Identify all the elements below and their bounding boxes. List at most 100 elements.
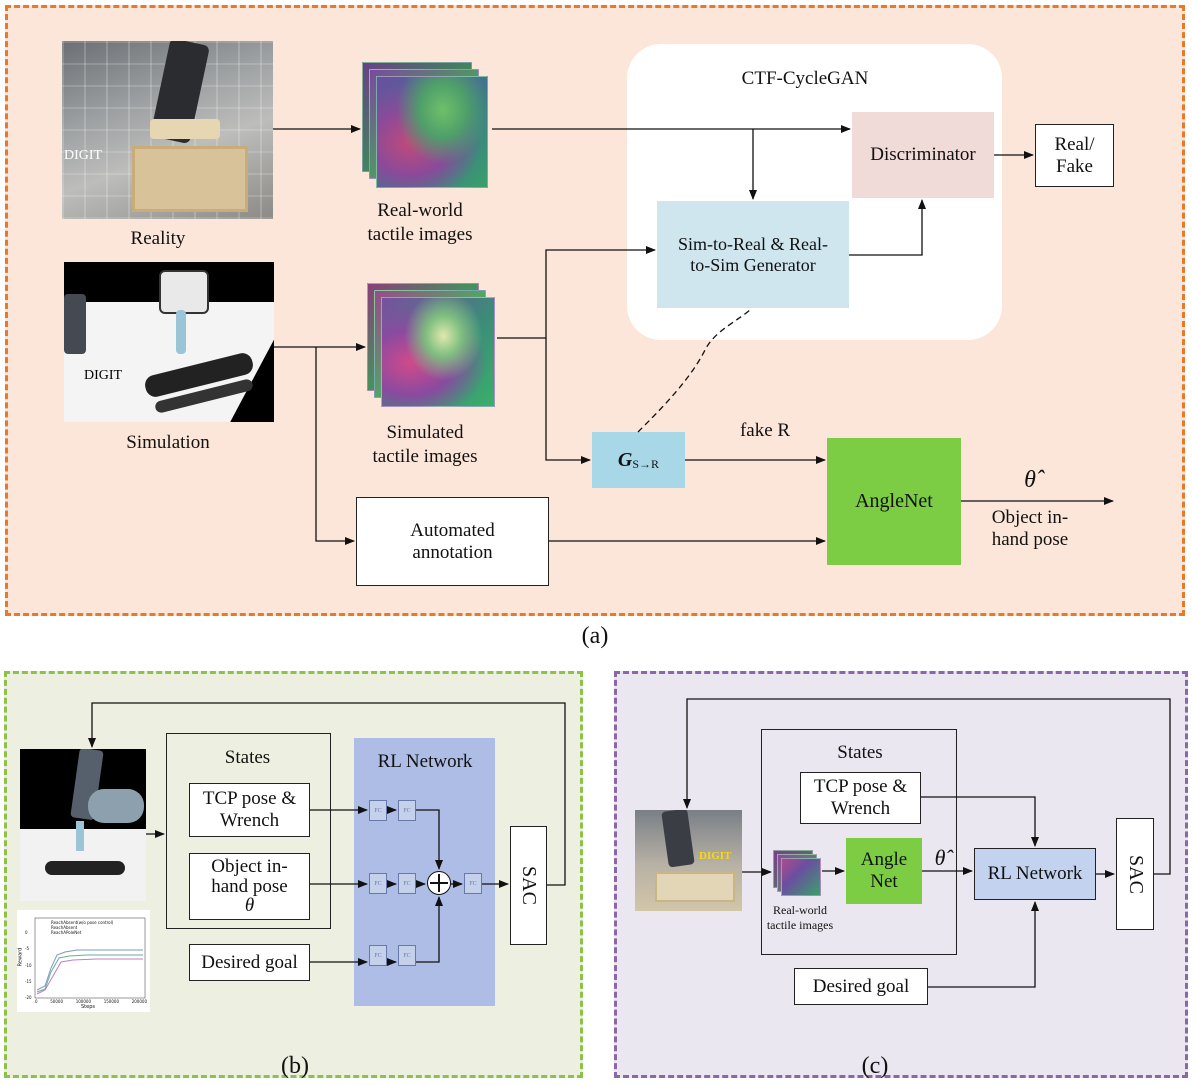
caption-b: (b) — [281, 1053, 309, 1079]
digit-label-c: DIGIT — [699, 850, 732, 862]
fc-layer: FC — [369, 800, 387, 821]
theta-hat-a: θ̂ — [1024, 467, 1036, 493]
arrow-fc2-sum — [416, 809, 443, 870]
mini-reward-chart: ReachAbsent(w/o pose control) ReachAbsen… — [17, 910, 150, 1012]
object-pose-line-2: hand pose — [211, 875, 288, 897]
mini-ytick-4: -15 — [25, 978, 32, 984]
tactile-label-c-1: Real-world — [773, 903, 827, 917]
real-fake-line-1: Real/ — [1054, 133, 1095, 155]
mini-ytick-3: -10 — [25, 962, 32, 968]
caption-a: (a) — [581, 623, 609, 649]
arrow-tcp-to-rl — [921, 796, 1039, 847]
mini-ytick-1: 0 — [25, 930, 28, 935]
fc-layer: FC — [398, 800, 416, 821]
object-pose-box-b: Object in- hand pose θ — [189, 853, 310, 920]
object-pose-theta: θ — [244, 895, 255, 917]
states-box-c — [761, 729, 957, 955]
sim-tactile-label-2: tactile images — [372, 446, 478, 467]
anglenet-box-c: Angle Net — [846, 838, 922, 904]
arrow-feedback-b — [88, 702, 566, 886]
annotation-line-1: Automated — [410, 519, 495, 541]
states-box-b — [166, 733, 331, 929]
desired-goal-box-c: Desired goal — [794, 968, 928, 1005]
wooden-rack-shape — [132, 146, 248, 212]
pose-label-2: hand pose — [991, 529, 1069, 550]
arrow-gen-to-disc — [849, 199, 926, 256]
real-fake-box: Real/ Fake — [1035, 124, 1114, 187]
reality-label: Reality — [130, 228, 186, 249]
fc-layer: FC — [398, 945, 416, 966]
mini-xtick-1: 0 — [35, 999, 38, 1004]
tactile-stack-c — [773, 850, 825, 896]
discriminator-box: Discriminator — [852, 112, 994, 198]
reality-photo: DIGIT — [62, 41, 273, 219]
mini-xtick-5: 200000 — [131, 999, 147, 1004]
arrow-simtactile-to-g — [545, 338, 591, 464]
generator-box: Sim-to-Real & Real- to-Sim Generator — [657, 201, 849, 308]
sac-box-b: SAC — [510, 826, 547, 945]
arrow-sim-branch-annotation — [315, 347, 355, 545]
rl-network-box-c: RL Network — [974, 848, 1096, 900]
simulation-label: Simulation — [126, 432, 210, 453]
fc-layer: FC — [398, 873, 416, 894]
arrow-goal-to-rl — [928, 901, 1039, 988]
theta-hat-c: θ̂ — [934, 845, 946, 870]
mini-legend-2: ReachAbsent — [51, 925, 78, 930]
robot-render-b — [20, 749, 146, 901]
g-subscript: S→R — [632, 457, 660, 472]
generator-line-1: Sim-to-Real & Real- — [678, 233, 828, 254]
sum-node-icon — [427, 871, 451, 895]
tcp-b-line-1: TCP pose & — [202, 788, 297, 810]
mini-ytick-5: -20 — [25, 995, 32, 1000]
angle-net-line-2: Net — [870, 871, 898, 892]
mini-ytick-2: -5 — [25, 946, 29, 952]
states-title-b: States — [224, 747, 271, 768]
annotation-line-2: annotation — [412, 541, 493, 563]
tcp-c-line-1: TCP pose & — [813, 776, 908, 798]
tcp-c-line-2: Wrench — [830, 798, 891, 819]
tcp-b-line-2: Wrench — [219, 810, 280, 831]
sim-tactile-label-1: Simulated — [386, 422, 464, 443]
robot-photo-c: DIGIT — [635, 810, 742, 911]
caption-c: (c) — [861, 1053, 889, 1079]
mini-chart-svg — [34, 917, 146, 999]
fake-r-label: fake R — [739, 420, 791, 441]
real-tactile-label-1: Real-world — [377, 200, 463, 221]
dashed-g-to-generator — [637, 307, 753, 433]
fc-layer: FC — [369, 873, 387, 894]
mini-legend-3: ReachAPoleNet — [51, 930, 82, 935]
fc-layer: FC — [464, 873, 482, 894]
mini-legend-1: ReachAbsent(w/o pose control) — [51, 920, 114, 925]
arrow-fc7-sum — [416, 896, 443, 963]
fc-layer: FC — [369, 945, 387, 966]
desired-goal-box-b: Desired goal — [189, 944, 310, 981]
real-tactile-label-2: tactile images — [367, 224, 473, 245]
real-tactile-stack — [362, 62, 492, 192]
cyclegan-title: CTF-CycleGAN — [741, 68, 869, 89]
states-title-c: States — [837, 742, 883, 763]
mini-xtick-2: 50000 — [50, 999, 63, 1004]
pose-label-1: Object in- — [991, 507, 1069, 528]
generator-line-2: to-Sim Generator — [690, 254, 816, 275]
digit-label-real: DIGIT — [64, 148, 103, 163]
mini-xtick-4: 150000 — [103, 999, 119, 1004]
arrow-simtactile-to-generator — [497, 246, 656, 339]
tcp-box-c: TCP pose & Wrench — [800, 772, 921, 824]
automated-annotation-box: Automated annotation — [356, 497, 549, 586]
object-pose-line-1: Object in- — [211, 855, 288, 877]
tactile-label-c-2: tactile images — [766, 918, 834, 932]
simulation-render: DIGIT — [64, 262, 274, 422]
mini-xlabel: Steps — [81, 1004, 95, 1010]
anglenet-box: AngleNet — [827, 438, 961, 565]
arrow-feedback-c — [683, 698, 1171, 875]
tcp-box-b: TCP pose & Wrench — [189, 783, 310, 837]
mini-xtick-3: 100000 — [75, 999, 91, 1004]
sim-tactile-stack — [367, 283, 497, 408]
rl-network-title-b: RL Network — [377, 751, 473, 772]
g-symbol: G — [617, 448, 633, 471]
real-fake-line-2: Fake — [1056, 155, 1093, 177]
angle-net-line-1: Angle — [860, 849, 908, 871]
digit-label-sim: DIGIT — [84, 368, 123, 383]
